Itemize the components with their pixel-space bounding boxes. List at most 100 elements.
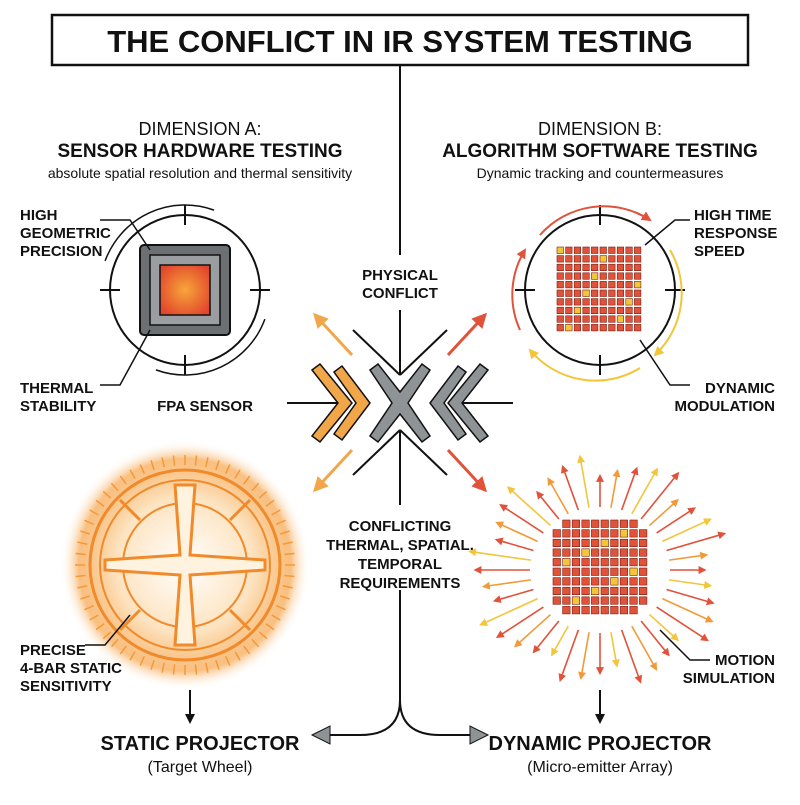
label-geometric: GEOMETRIC (20, 225, 111, 242)
wheel-tick (258, 631, 268, 640)
emitter-cell (571, 567, 581, 576)
emitter-cell (600, 586, 609, 596)
arrow-left-icon (310, 725, 331, 745)
emitter-cell (634, 289, 642, 297)
emitter-cell (556, 246, 564, 254)
wheel-tick (251, 482, 260, 492)
emitter-cell (619, 577, 629, 586)
motion-ray (656, 507, 696, 534)
emitter-cell (625, 306, 633, 315)
emitter-cell (625, 272, 633, 280)
emitter-cell (556, 324, 564, 332)
motion-ray (640, 471, 680, 520)
wheel-tick (110, 482, 119, 492)
emitter-cell (619, 538, 629, 548)
motion-ray (492, 588, 534, 603)
emitter-cell (571, 538, 581, 548)
label-dynamic: DYNAMIC (705, 380, 775, 397)
emitter-cell (571, 519, 581, 528)
emitter-cell (610, 577, 619, 586)
emitter-cell (556, 281, 564, 289)
emitter-cell (591, 558, 600, 567)
emitter-cell (581, 567, 590, 576)
emitter-cell (573, 281, 582, 289)
emitter-cell (581, 606, 590, 615)
label-precise: PRECISE (20, 642, 86, 659)
emitter-cell (616, 255, 625, 263)
wheel-tick (102, 631, 112, 640)
emitter-cell (581, 558, 590, 567)
emitter-cell (591, 298, 599, 306)
wheel-tick (215, 460, 220, 471)
wheel-tick (271, 509, 281, 516)
motion-ray (640, 620, 670, 657)
emitter-cell (582, 289, 590, 297)
emitter-cell (629, 577, 638, 586)
emitter-cell (599, 315, 607, 323)
emitter-cell (581, 596, 590, 605)
emitter-cell (619, 558, 629, 567)
wheel-tick (110, 638, 119, 648)
wheel-tick (84, 604, 94, 611)
emitter-cell (608, 324, 616, 332)
wheel-tick (119, 475, 127, 485)
emitter-cell (582, 324, 590, 332)
emitter-cell (634, 298, 642, 306)
wheel-tick (276, 519, 286, 526)
emitter-cell (629, 548, 638, 557)
wheel-tick (89, 614, 99, 621)
emitter-cell (565, 324, 573, 332)
motion-ray (506, 486, 552, 527)
emitter-cell (591, 519, 600, 528)
emitter-cell (599, 255, 607, 263)
emitter-cell (599, 306, 607, 315)
emitter-cell (573, 272, 582, 280)
motion-ray (551, 625, 569, 657)
emitter-cell (600, 519, 609, 528)
wheel-tick (75, 574, 86, 578)
static-projector-title: STATIC PROJECTOR (101, 733, 300, 755)
center-labels: PHYSICAL CONFLICT CONFLICTING THERMAL, S… (326, 267, 474, 592)
emitter-cell (599, 324, 607, 332)
wheel-tick (279, 595, 290, 600)
emitter-cell (599, 298, 607, 306)
wheel-tick (194, 664, 198, 675)
emitter-cell (608, 255, 616, 263)
emitter-cell (616, 298, 625, 306)
motion-ray (536, 490, 560, 520)
emitter-cell (556, 263, 564, 272)
dimension-b-kicker: DIMENSION B: (538, 119, 662, 139)
wheel-tick (215, 659, 220, 670)
emitter-cell (600, 596, 609, 605)
motion-ray (547, 477, 569, 515)
wheel-tick (224, 464, 231, 474)
emitter-cell (600, 577, 609, 586)
emitter-cell (639, 596, 648, 605)
label-motion: MOTION (715, 652, 775, 669)
emitter-cell (639, 567, 648, 576)
emitter-cell (608, 281, 616, 289)
motion-ray (532, 620, 560, 654)
emitter-cell (552, 586, 561, 596)
emitter-cell (571, 529, 581, 538)
dimension-b-heading: ALGORITHM SOFTWARE TESTING (442, 141, 758, 162)
emitter-cell (565, 306, 573, 315)
emitter-cell (591, 586, 600, 596)
motion-ray (479, 597, 538, 626)
emitter-cell (608, 246, 616, 254)
emitter-labels: MOTION SIMULATION (683, 652, 775, 687)
emitter-cell (582, 255, 590, 263)
wheel-tick (84, 519, 94, 526)
emitter-cell (634, 263, 642, 272)
motion-ray (558, 629, 580, 682)
emitter-cell (639, 558, 648, 567)
emitter-cell (639, 577, 648, 586)
wheel-tick (172, 455, 176, 466)
emitter-cell (562, 519, 571, 528)
emitter-cell (608, 298, 616, 306)
emitter-cell (629, 538, 638, 548)
emitter-cell (616, 281, 625, 289)
emitter-cell (639, 586, 648, 596)
emitter-cell (610, 548, 619, 557)
